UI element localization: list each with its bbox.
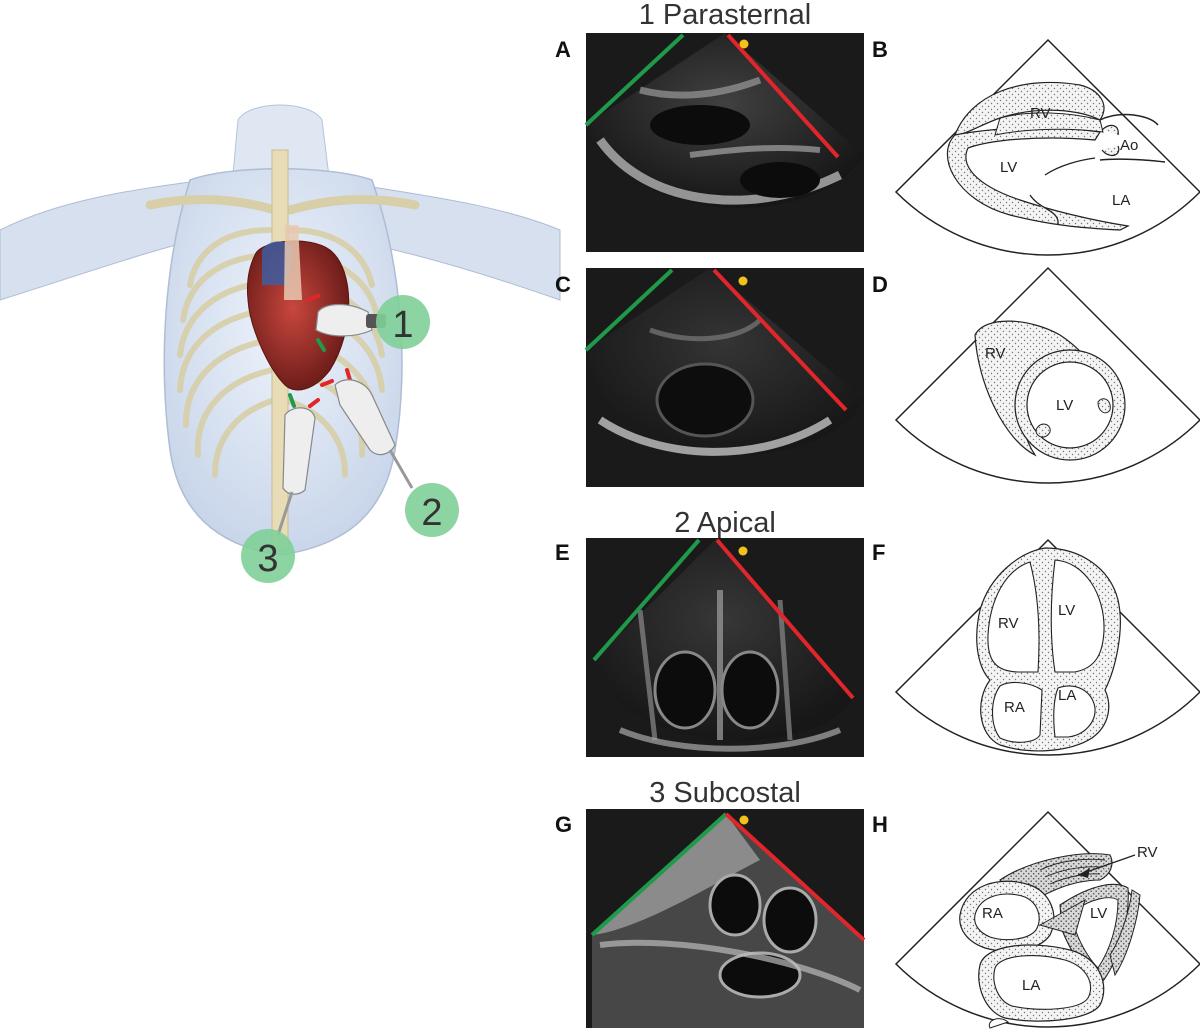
schematic-b: RV Ao LV LA <box>896 40 1200 255</box>
echo-image-e <box>586 538 864 757</box>
title-parasternal: 1 Parasternal <box>639 0 812 31</box>
probe-marker-2: 2 <box>405 483 459 537</box>
panel-letter-b: B <box>872 37 888 62</box>
schematic-h: RV RA LV LA <box>896 812 1200 1028</box>
echo-image-a <box>586 33 864 252</box>
d-label-rv: RV <box>985 345 1006 362</box>
panel-letter-f: F <box>872 540 885 565</box>
h-label-lv: LV <box>1090 905 1107 922</box>
svg-text:1: 1 <box>392 304 413 346</box>
panel-letter-g: G <box>555 812 572 837</box>
panel-letter-d: D <box>872 272 888 297</box>
probe-marker-3: 3 <box>241 529 295 583</box>
schematic-d: RV LV <box>896 268 1200 483</box>
schematic-f: RV LV RA LA <box>896 540 1200 755</box>
panel-letter-e: E <box>555 540 570 565</box>
h-label-la: LA <box>1022 977 1040 994</box>
title-subcostal: 3 Subcostal <box>649 777 801 809</box>
b-label-rv: RV <box>1030 105 1051 122</box>
b-label-la: LA <box>1112 192 1130 209</box>
panel-letter-h: H <box>872 812 888 837</box>
d-label-lv: LV <box>1056 397 1073 414</box>
f-label-lv: LV <box>1058 602 1075 619</box>
f-label-rv: RV <box>998 615 1019 632</box>
svg-text:3: 3 <box>257 538 278 580</box>
b-label-ao: Ao <box>1120 137 1138 154</box>
probe-marker-1: 1 <box>376 295 430 349</box>
torso-illustration: 1 2 3 <box>0 105 560 583</box>
echo-image-g <box>586 809 864 1028</box>
panel-letter-a: A <box>555 37 571 62</box>
f-label-la: LA <box>1058 687 1076 704</box>
h-label-ra: RA <box>982 905 1003 922</box>
echo-image-c <box>586 268 864 487</box>
svg-text:2: 2 <box>421 492 442 534</box>
panel-letter-c: C <box>555 272 571 297</box>
title-apical: 2 Apical <box>674 507 776 539</box>
b-label-lv: LV <box>1000 159 1017 176</box>
f-label-ra: RA <box>1004 699 1025 716</box>
h-label-rv: RV <box>1137 844 1158 861</box>
